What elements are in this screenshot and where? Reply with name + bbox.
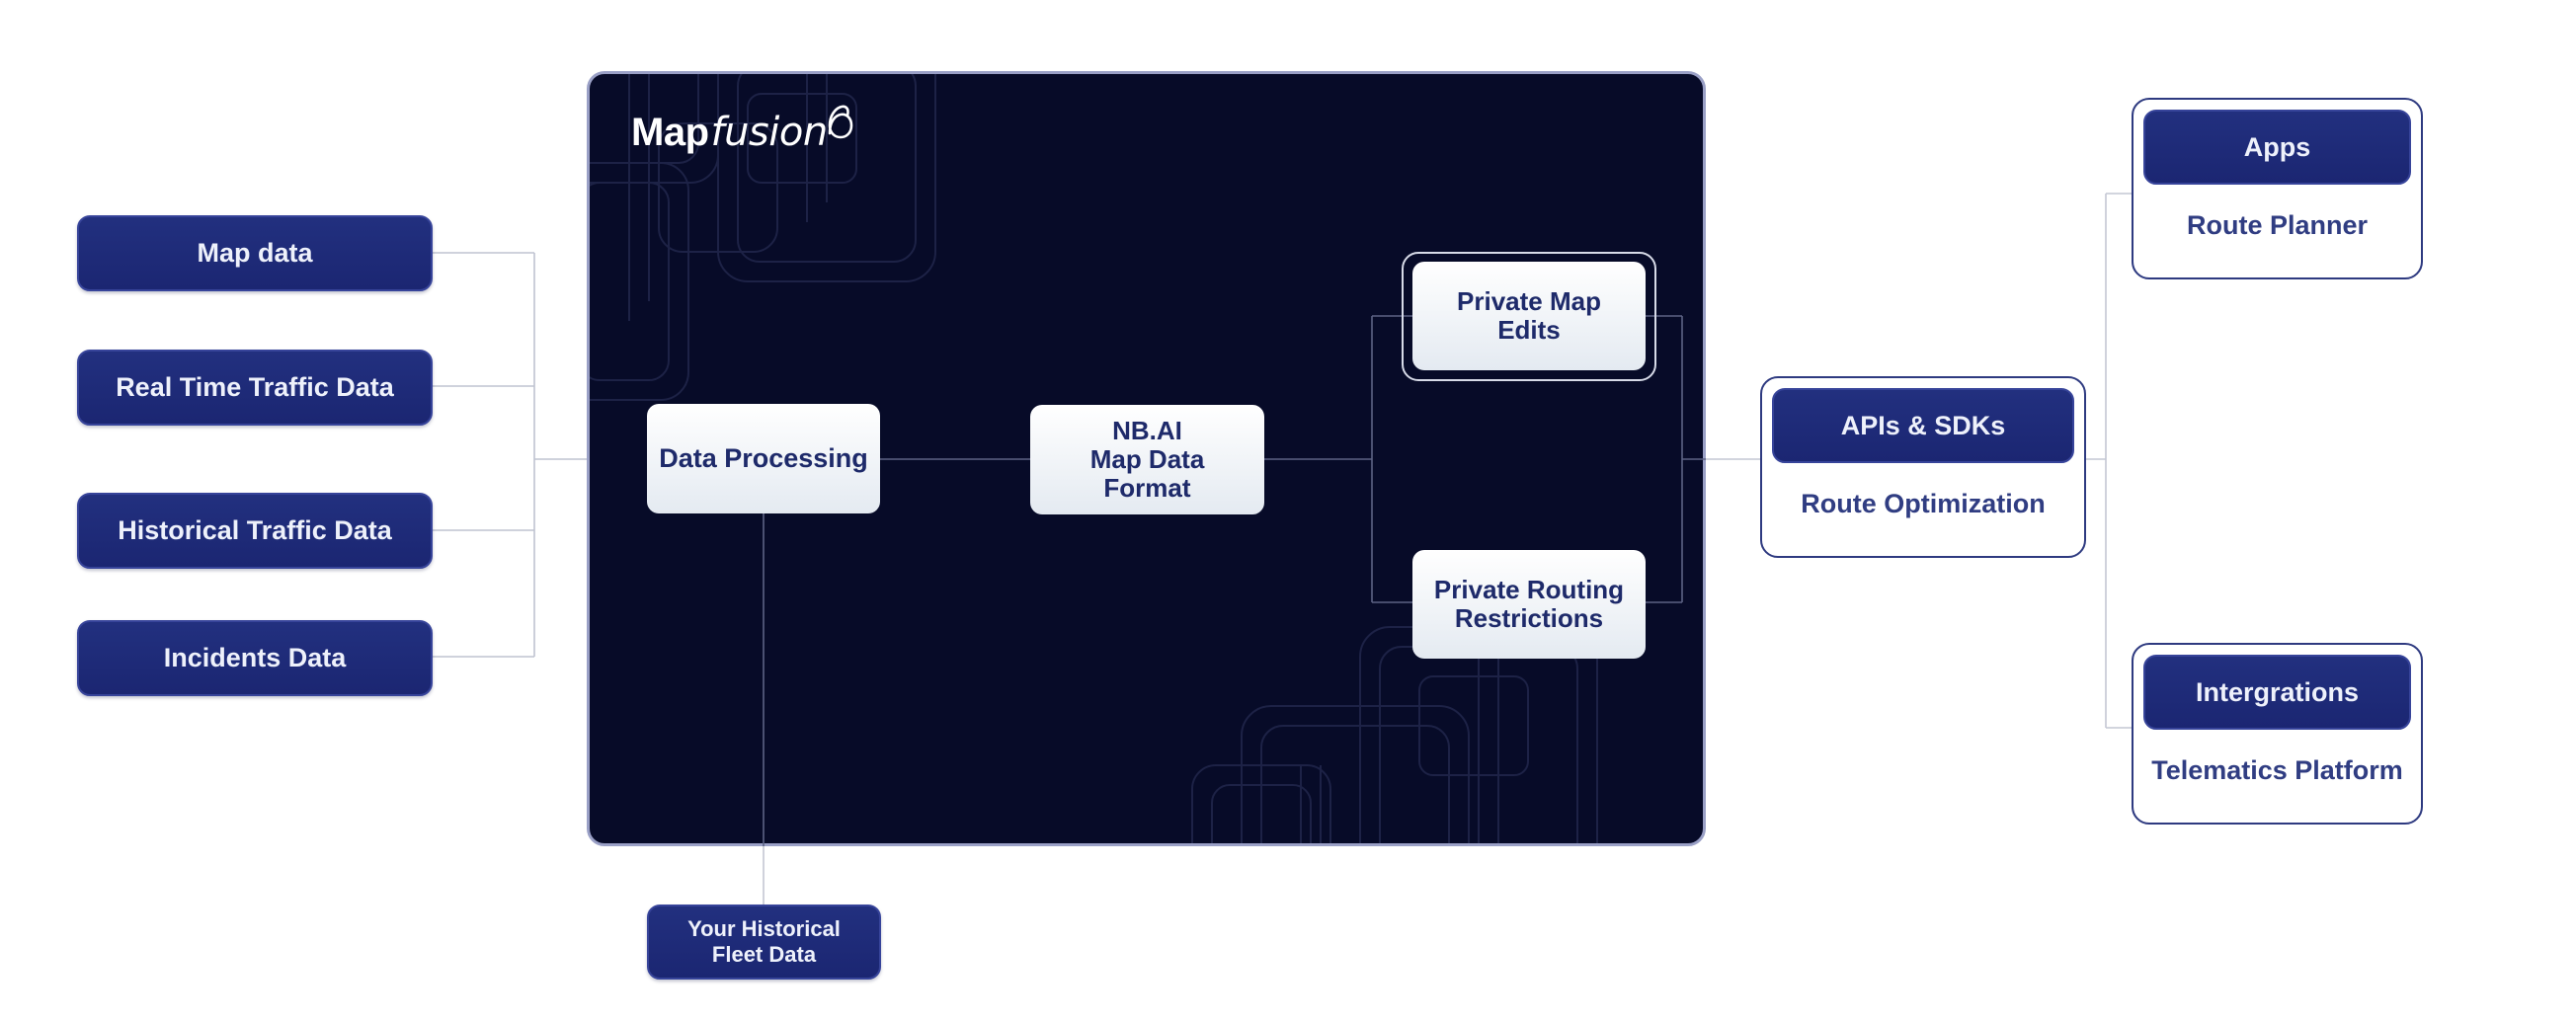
route-optimization-label: Route Optimization [1801, 489, 2046, 518]
source-label: Historical Traffic Data [118, 515, 392, 545]
integrations-card: Intergrations Telematics Platform [2132, 643, 2423, 825]
source-incidents: Incidents Data [77, 620, 433, 696]
route-planner-label: Route Planner [2186, 210, 2369, 240]
source-real-time-traffic: Real Time Traffic Data [77, 350, 433, 426]
source-label: Real Time Traffic Data [116, 372, 394, 402]
source-map-data: Map data [77, 215, 433, 291]
apps-card: Apps Route Planner [2132, 98, 2423, 279]
private-map-edits-label: Private Map Edits [1457, 285, 1601, 345]
source-historical-traffic: Historical Traffic Data [77, 493, 433, 569]
data-processing-box: Data Processing [647, 404, 880, 513]
mapfusion-logo: Map fusion [631, 105, 857, 155]
integrations-header: Intergrations [2143, 655, 2411, 730]
source-label: Incidents Data [163, 643, 347, 672]
private-routing-restrictions-box: Private Routing Restrictions [1412, 550, 1646, 659]
fleet-data-label: Your Historical Fleet Data [687, 916, 841, 967]
apis-sdks-card: APIs & SDKs Route Optimization [1760, 376, 2086, 558]
nbai-map-data-format-box: NB.AI Map Data Format [1030, 405, 1264, 514]
logo-text-map: Map [631, 110, 709, 154]
infinity-loop-icon [828, 105, 853, 139]
private-map-edits-box: Private Map Edits [1412, 262, 1646, 370]
private-routing-label: Private Routing Restrictions [1433, 574, 1625, 633]
nbai-format-label: NB.AI Map Data Format [1089, 415, 1205, 504]
source-label: Map data [197, 238, 313, 268]
apis-sdks-header: APIs & SDKs [1772, 388, 2074, 463]
data-processing-label: Data Processing [659, 443, 868, 474]
telematics-platform-label: Telematics Platform [2151, 755, 2403, 785]
historical-fleet-data-box: Your Historical Fleet Data [647, 905, 881, 980]
logo-text-fusion: fusion [710, 110, 829, 155]
apps-header: Apps [2143, 110, 2411, 185]
